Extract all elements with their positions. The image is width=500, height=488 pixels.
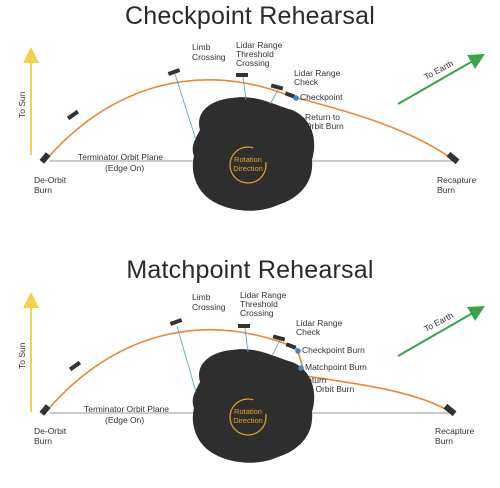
return-burn-label: Return to xyxy=(305,112,340,122)
asteroid xyxy=(192,97,315,211)
lidar-threshold-label: Lidar Range xyxy=(240,290,287,300)
trajectory-path xyxy=(44,79,456,162)
matchpoint-burn-label: Matchpoint Burn xyxy=(305,362,367,372)
panel-title: Matchpoint Rehearsal xyxy=(126,256,374,284)
trajectory-path xyxy=(44,329,453,414)
return-burn-label: Return xyxy=(301,375,327,385)
recapture-label: Recapture xyxy=(435,426,474,436)
deorbit-label: De-Orbit xyxy=(34,175,67,185)
limb-label: Limb xyxy=(192,292,211,302)
spacecraft-icon xyxy=(39,68,460,165)
spacecraft-icon xyxy=(39,318,457,417)
panel-title: Checkpoint Rehearsal xyxy=(125,2,375,30)
check-sight-line xyxy=(269,89,279,105)
limb-sublabel: Crossing xyxy=(192,302,226,312)
recapture-label: Recapture xyxy=(437,175,476,185)
plane-label: Terminator Orbit Plane xyxy=(78,152,163,162)
checkpoint-label: Checkpoint xyxy=(300,92,343,102)
limb-sight-line xyxy=(174,73,197,141)
check-sight-line xyxy=(271,339,281,357)
recapture-sublabel: Burn xyxy=(435,436,453,446)
earth-arrow xyxy=(397,54,485,105)
plane-sublabel: (Edge On) xyxy=(105,163,144,173)
to-earth-label: To Earth xyxy=(422,58,455,82)
lidar-threshold-sublabel2: Crossing xyxy=(236,58,270,68)
plane-label: Terminator Orbit Plane xyxy=(84,404,169,414)
lidar-threshold-label: Lidar Range xyxy=(236,40,283,50)
rotation-arrow xyxy=(229,146,267,184)
checkpoint-burn-label: Checkpoint Burn xyxy=(302,345,365,355)
deorbit-sublabel: Burn xyxy=(34,185,52,195)
earth-arrow xyxy=(397,306,485,357)
rotation-arrow xyxy=(229,398,267,436)
deorbit-label: De-Orbit xyxy=(34,426,67,436)
rotation-sublabel: Direction xyxy=(233,164,263,173)
rotation-label: Rotation xyxy=(234,155,262,164)
lidar-check-sublabel: Check xyxy=(296,327,321,337)
matchpoint-burn-marker xyxy=(298,365,304,371)
recapture-sublabel: Burn xyxy=(437,185,455,195)
lidar-threshold-sublabel: Threshold xyxy=(236,49,274,59)
lidar-check-label: Lidar Range xyxy=(294,68,341,78)
lidar-threshold-sublabel2: Crossing xyxy=(240,308,274,318)
to-earth-label: To Earth xyxy=(422,310,455,334)
deorbit-sublabel: Burn xyxy=(34,436,52,446)
rotation-sublabel: Direction xyxy=(233,416,263,425)
limb-label: Limb xyxy=(192,42,211,52)
checkpoint-diagram: To Sun To Earth Terminator Orbit Plane (… xyxy=(17,40,485,211)
lidar-check-sublabel: Check xyxy=(294,77,319,87)
limb-sublabel: Crossing xyxy=(192,52,226,62)
lidar-sight-line xyxy=(242,76,247,101)
checkpoint-rehearsal-panel: Checkpoint Rehearsal To Sun To Earth Ter… xyxy=(17,2,485,211)
limb-sight-line xyxy=(176,325,197,393)
matchpoint-diagram: To Sun To Earth Terminator Orbit Plane (… xyxy=(17,290,485,463)
return-burn-sublabel: to Orbit Burn xyxy=(306,384,354,394)
lidar-sight-line xyxy=(244,327,249,353)
lidar-threshold-sublabel: Threshold xyxy=(240,299,278,309)
to-sun-label: To Sun xyxy=(17,91,27,118)
matchpoint-rehearsal-panel: Matchpoint Rehearsal To Sun To Earth Ter… xyxy=(0,244,500,488)
lidar-check-label: Lidar Range xyxy=(296,318,343,328)
return-burn-sublabel: Orbit Burn xyxy=(305,121,344,131)
rotation-label: Rotation xyxy=(234,407,262,416)
asteroid xyxy=(192,349,315,463)
checkpoint-burn-marker xyxy=(295,348,301,354)
plane-sublabel: (Edge On) xyxy=(105,415,144,425)
to-sun-label: To Sun xyxy=(17,342,27,369)
checkpoint-marker xyxy=(293,95,299,101)
